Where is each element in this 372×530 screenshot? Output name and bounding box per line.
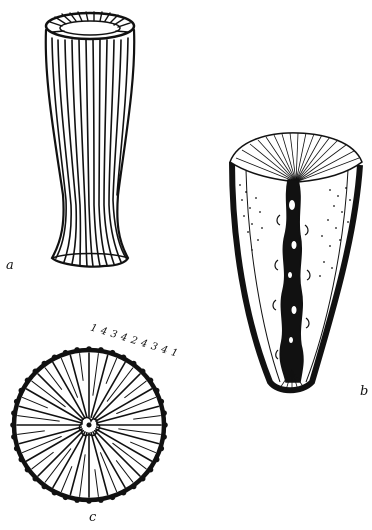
coral-c-costa-bead <box>140 476 146 482</box>
coral-c-costa-bead <box>33 369 39 375</box>
coral-c-costa-bead <box>74 497 80 503</box>
coral-section-view <box>230 133 362 391</box>
coral-c-septum <box>125 381 146 397</box>
coral-c-costa-bead <box>148 467 154 473</box>
coral-c-costa-bead <box>25 378 31 384</box>
coral-c-costa-bead <box>162 422 168 428</box>
coral-c-costa-bead <box>121 355 127 361</box>
coral-c-costa-bead <box>159 399 165 405</box>
coral-exterior-view <box>46 12 134 267</box>
coral-c-costa-bead <box>14 399 20 405</box>
coral-c-costa-bead <box>98 347 104 353</box>
coral-c-septum <box>134 416 161 420</box>
coral-c-costa-bead <box>159 446 165 452</box>
coral-c-septum <box>45 368 61 389</box>
coral-c-costa-bead <box>63 350 69 356</box>
figure-label-c: c <box>89 510 96 525</box>
coral-c-costa-bead <box>33 476 39 482</box>
coral-c-septum <box>32 452 53 468</box>
figure-label-a: a <box>6 258 14 273</box>
coral-c-costa-bead <box>25 467 31 473</box>
coral-c-costa-bead <box>10 422 16 428</box>
coral-c-costa-bead <box>11 434 17 440</box>
coral-c-septum <box>116 461 132 482</box>
coral-c-costa-bead <box>131 484 137 490</box>
coral-c-costa-bead <box>154 388 160 394</box>
coral-c-costa-bead <box>42 361 48 367</box>
coral-c-costa-bead <box>52 490 58 496</box>
coral-c-costa-bead <box>52 355 58 361</box>
coral-c-septum <box>93 354 99 396</box>
coral-c-septum <box>119 429 161 435</box>
coral-c-septum <box>80 455 86 497</box>
coral-c-septum <box>80 354 84 381</box>
coral-c-costa-bead <box>140 369 146 375</box>
coral-c-costa-bead <box>63 495 69 501</box>
coral-transverse-section <box>10 346 168 504</box>
coral-c-costa-bead <box>154 457 160 463</box>
coral-c-costa-bead <box>98 497 104 503</box>
coral-c-costa-bead <box>74 347 80 353</box>
coral-c-septum <box>18 416 60 422</box>
figure-label-b: b <box>360 384 368 399</box>
coral-c-costa-bead <box>86 498 92 504</box>
coral-c-costa-bead <box>14 446 20 452</box>
coral-c-costa-bead <box>19 388 25 394</box>
coral-c-costa-bead <box>121 490 127 496</box>
coral-c-costa-bead <box>19 457 25 463</box>
coral-c-costa-bead <box>11 410 17 416</box>
coral-c-costa-bead <box>86 346 92 352</box>
coral-c-costa-bead <box>161 410 167 416</box>
coral-c-costa-bead <box>110 350 116 356</box>
coral-c-costa-bead <box>131 361 137 367</box>
coral-c-costa-bead <box>148 378 154 384</box>
coral-c-septum <box>95 470 99 497</box>
coral-c-septum <box>18 431 45 435</box>
coral-c-costa-bead <box>110 495 116 501</box>
coral-c-costa-bead <box>161 434 167 440</box>
coral-c-costa-bead <box>42 484 48 490</box>
